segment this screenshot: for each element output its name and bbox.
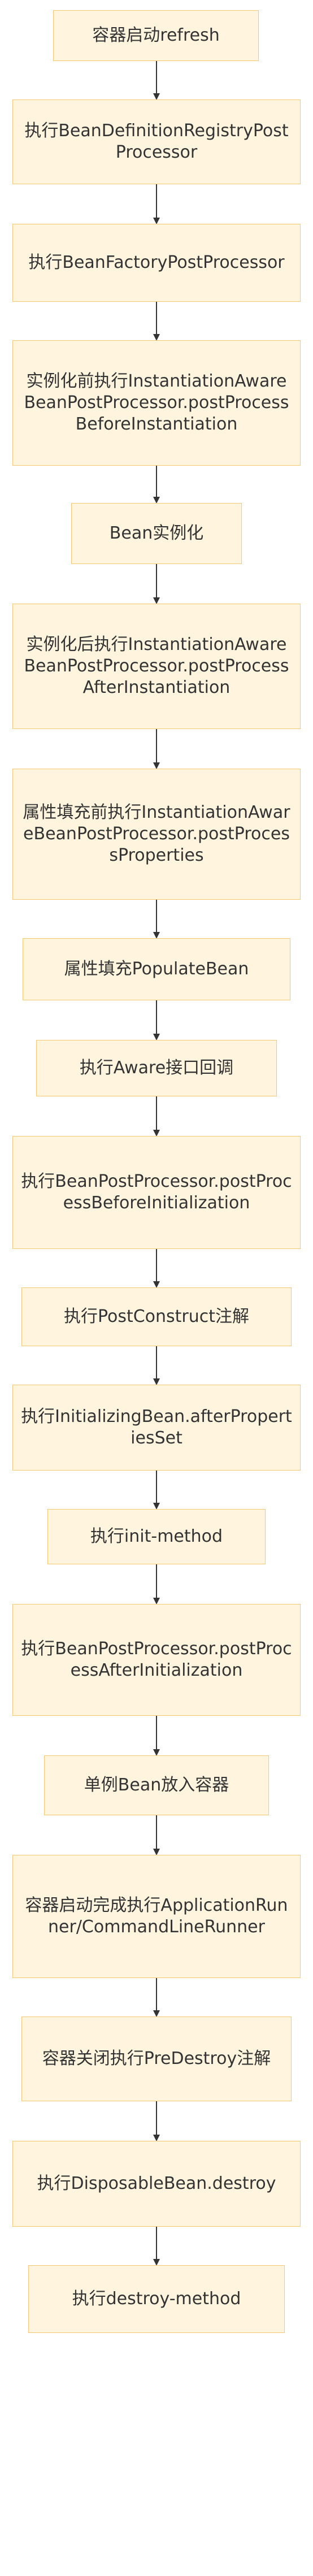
node-post-process-after-initialization: 执行BeanPostProcessor.postProcessAfterInit… [12, 1604, 301, 1716]
node-container-refresh: 容器启动refresh [53, 10, 259, 61]
node-disposable-bean-destroy: 执行DisposableBean.destroy [12, 2141, 301, 2227]
node-pre-destroy: 容器关闭执行PreDestroy注解 [21, 2016, 292, 2101]
node-singleton-into-container: 单例Bean放入容器 [44, 1755, 269, 1815]
node-bean-factory-post-processor: 执行BeanFactoryPostProcessor [12, 224, 301, 302]
node-application-runner: 容器启动完成执行ApplicationRunner/CommandLineRun… [12, 1855, 301, 1978]
node-post-process-before-instantiation: 实例化前执行InstantiationAwareBeanPostProcesso… [12, 340, 301, 466]
node-init-method: 执行init-method [47, 1509, 266, 1564]
node-post-process-after-instantiation: 实例化后执行InstantiationAwareBeanPostProcesso… [12, 604, 301, 729]
node-aware-callbacks: 执行Aware接口回调 [36, 1040, 277, 1096]
node-bean-definition-registry-post-processor: 执行BeanDefinitionRegistryPostProcessor [12, 99, 301, 184]
node-bean-instantiation: Bean实例化 [71, 503, 242, 564]
node-post-process-properties: 属性填充前执行InstantiationAwareBeanPostProcess… [12, 769, 301, 900]
node-post-process-before-initialization: 执行BeanPostProcessor.postProcessBeforeIni… [12, 1136, 301, 1249]
node-destroy-method: 执行destroy-method [28, 2265, 285, 2333]
node-post-construct: 执行PostConstruct注解 [21, 1287, 292, 1346]
node-populate-bean: 属性填充PopulateBean [23, 938, 290, 1000]
node-after-properties-set: 执行InitializingBean.afterPropertiesSet [12, 1385, 301, 1471]
